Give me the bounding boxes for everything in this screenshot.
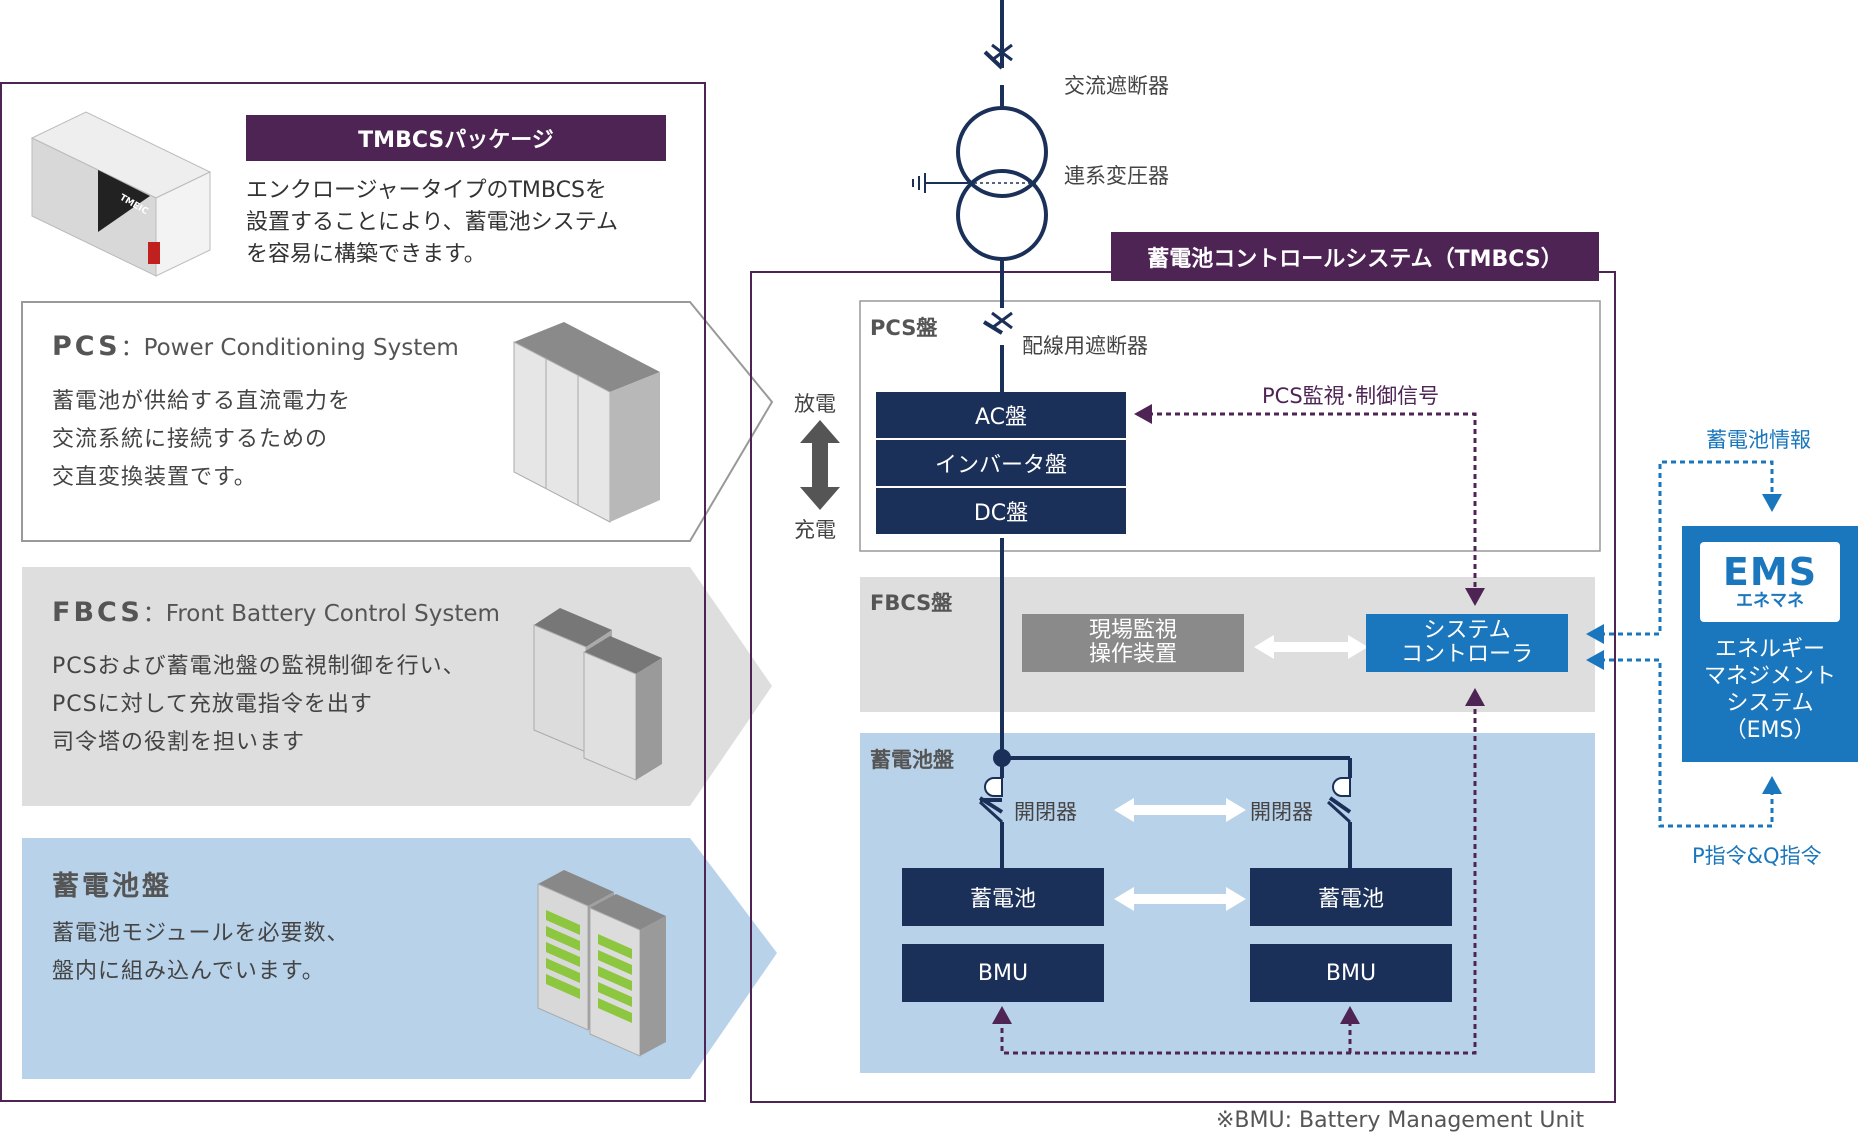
breaker-x-marks [991, 43, 1013, 330]
battery-heading: 蓄電池盤 [52, 864, 172, 903]
switch-blades [978, 800, 1352, 824]
transformer-label: 連系変圧器 [1064, 164, 1169, 188]
ems-arrowheads [1586, 494, 1782, 794]
footnote: ※BMU: Battery Management Unit [1216, 1108, 1585, 1133]
pcs-cabinet-image [513, 322, 660, 523]
pq-command-label: P指令&Q指令 [1692, 844, 1822, 868]
battery-rack-image [537, 870, 666, 1057]
tmbcs-enclosure-image [30, 111, 212, 277]
package-title: TMBCSパッケージ [246, 115, 666, 161]
ac-breaker-label: 交流遮断器 [1064, 74, 1169, 98]
pcs-abbr: PCS [52, 331, 121, 362]
pcs-heading: PCS：Power Conditioning System [52, 328, 459, 362]
battery-description: 蓄電池モジュールを必要数、 盤内に組み込んでいます。 [52, 921, 350, 984]
pcs-full-name: Power Conditioning System [143, 335, 459, 361]
system-title: 蓄電池コントロールシステム（TMBCS） [1111, 232, 1599, 281]
battery-info-label: 蓄電池情報 [1706, 428, 1811, 452]
transformer-symbol [912, 106, 1048, 261]
pcs-separator: ： [120, 335, 144, 361]
discharge-label: 放電 [794, 392, 836, 416]
bus-node-dot [993, 749, 1011, 767]
pcs-signal-label: PCS監視･制御信号 [1262, 384, 1440, 408]
ac-panel-box: AC盤 [876, 392, 1126, 438]
fbcs-cabinet-image [533, 608, 662, 781]
pcs-panel-label: PCS盤 [870, 316, 938, 340]
fuse-symbols [984, 777, 1351, 797]
bmu-right-box: BMU [1250, 944, 1452, 1002]
left-panel-frame [0, 82, 706, 1102]
fbcs-abbr: FBCS [52, 597, 143, 628]
fbcs-separator: ： [142, 601, 166, 627]
ems-logo-small: エネマネ [1736, 591, 1804, 611]
white-double-arrows [1114, 635, 1368, 911]
battery-right-box: 蓄電池 [1250, 868, 1452, 926]
bmu-left-box: BMU [902, 944, 1104, 1002]
fbcs-heading: FBCS：Front Battery Control System [52, 594, 500, 628]
system-controller-box: システム コントローラ [1366, 614, 1568, 672]
charge-discharge-arrow [800, 420, 840, 510]
wiring-breaker-label: 配線用遮断器 [1022, 334, 1148, 358]
inverter-panel-box: インバータ盤 [876, 440, 1126, 486]
fbcs-description: PCSおよび蓄電池盤の監視制御を行い、 PCSに対して充放電指令を出す 司令塔の… [52, 654, 466, 755]
site-monitor-box: 現場監視 操作装置 [1022, 614, 1244, 672]
battery-panel-label: 蓄電池盤 [870, 748, 954, 772]
package-description: エンクロージャータイプのTMBCSを 設置することにより、蓄電池システム を容易… [246, 178, 619, 267]
fbcs-panel-label: FBCS盤 [870, 591, 953, 615]
battery-title: 蓄電池盤 [52, 871, 172, 902]
ems-logo-big: EMS [1722, 550, 1818, 594]
signal-arrowheads [992, 404, 1485, 1024]
ems-logo: EMS エネマネ [1700, 542, 1840, 622]
fbcs-full-name: Front Battery Control System [165, 601, 500, 627]
switch-left-label: 開閉器 [1014, 800, 1077, 824]
pcs-description: 蓄電池が供給する直流電力を 交流系統に接続するための 交直変換装置です。 [52, 389, 352, 490]
charge-label: 充電 [794, 518, 836, 542]
battery-left-box: 蓄電池 [902, 868, 1104, 926]
ems-name: エネルギー マネジメント システム （EMS） [1703, 637, 1836, 743]
switch-right-label: 開閉器 [1250, 800, 1313, 824]
pcs-signal-line [1000, 412, 1477, 1055]
dc-panel-box: DC盤 [876, 488, 1126, 534]
ems-link-lines [1600, 460, 1774, 828]
